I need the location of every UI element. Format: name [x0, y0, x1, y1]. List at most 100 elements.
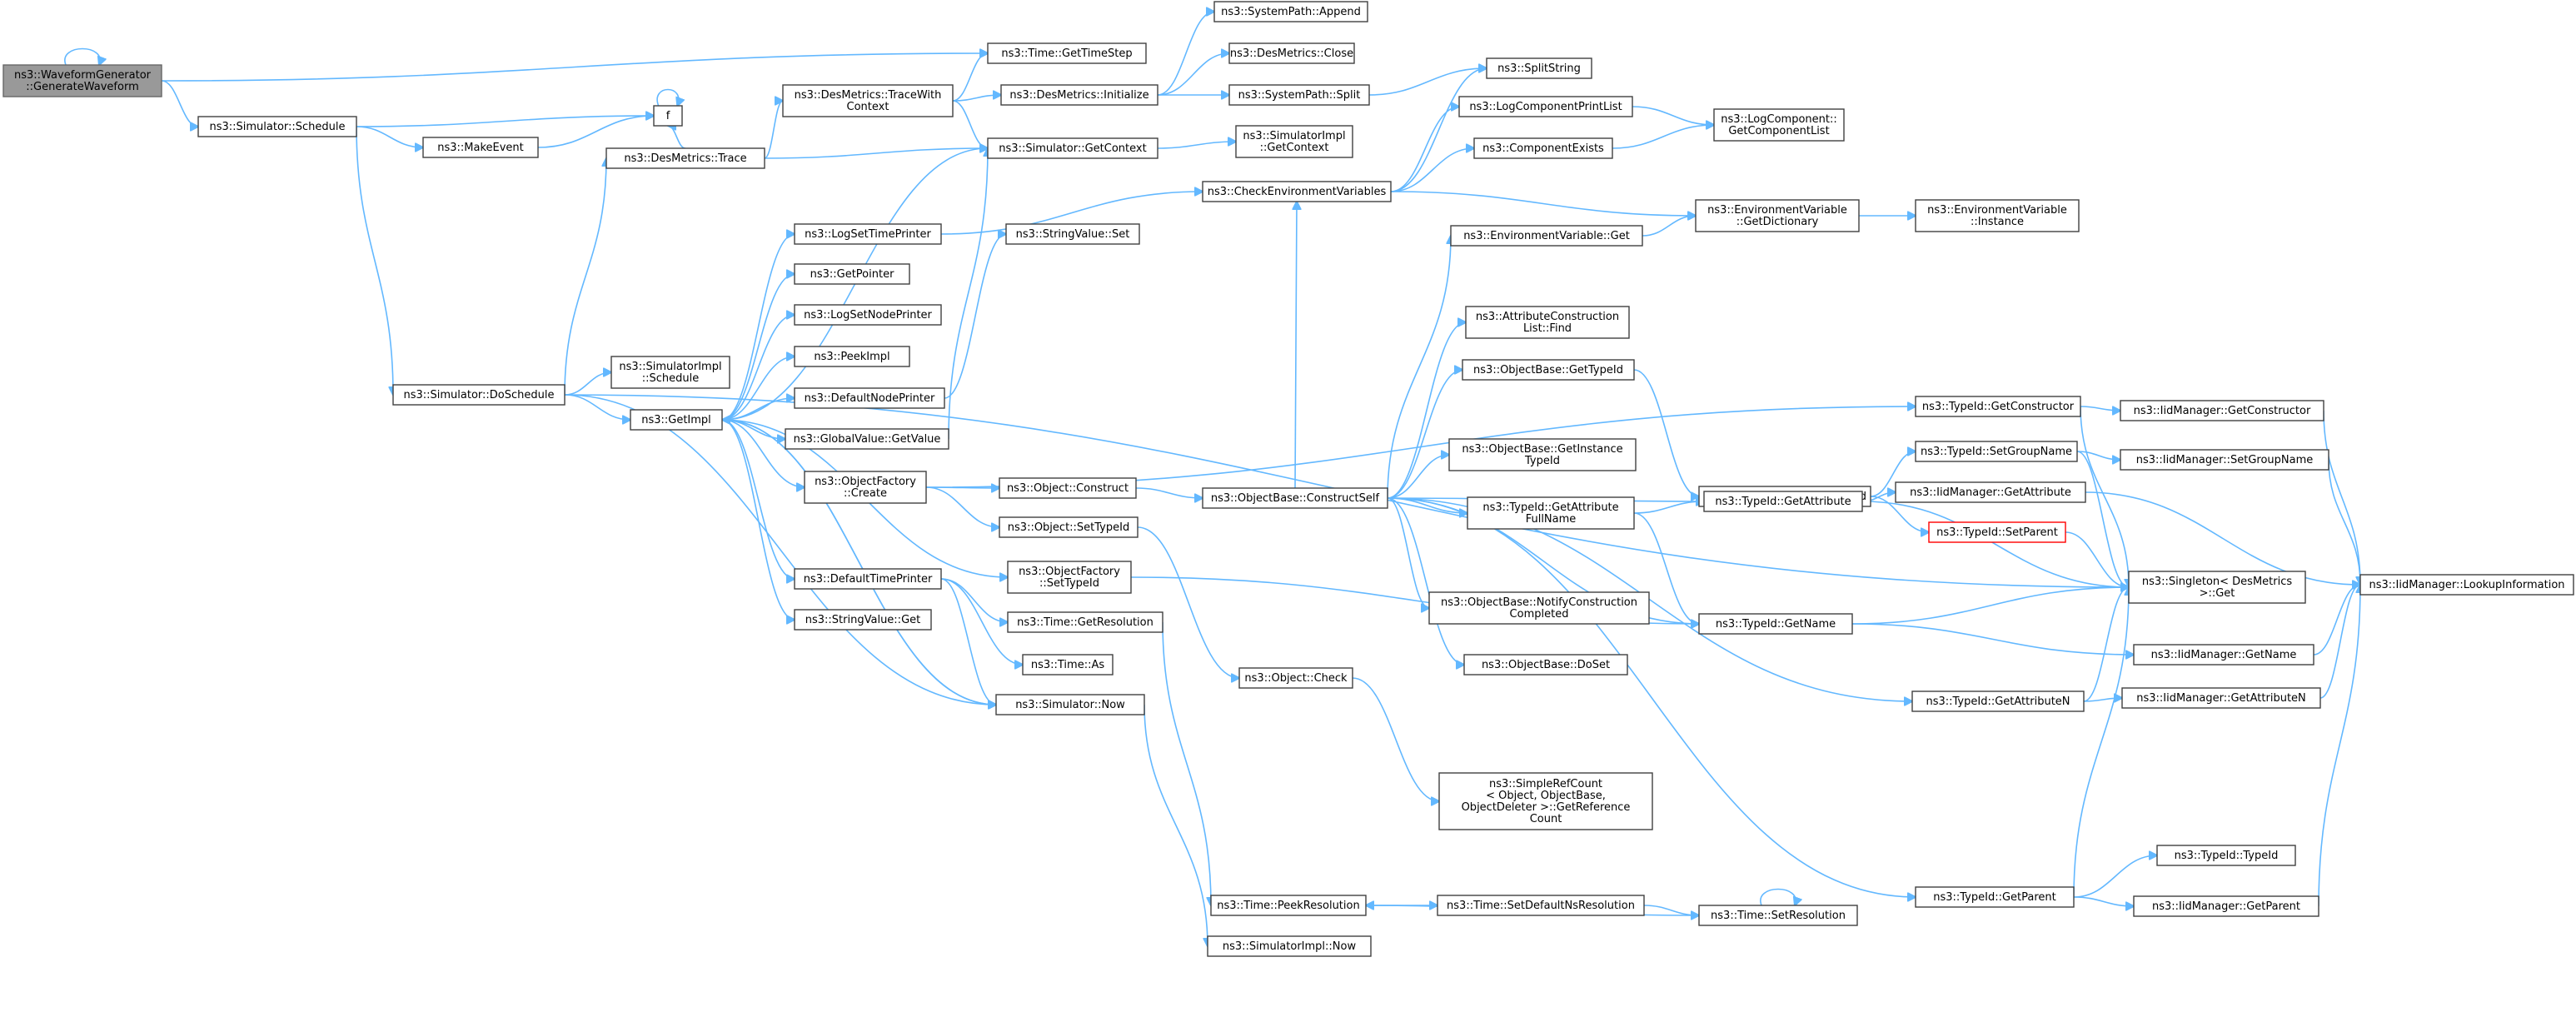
node-sys-split[interactable]: ns3::SystemPath::Split [1228, 84, 1370, 106]
node-default-node[interactable]: ns3::DefaultNodePrinter [794, 387, 945, 409]
node-des-trace[interactable]: ns3::DesMetrics::Trace [605, 147, 765, 169]
node-env-get[interactable]: ns3::EnvironmentVariable::Get [1450, 225, 1643, 247]
node-peek-impl[interactable]: ns3::PeekImpl [794, 346, 910, 367]
node-impl-get-context[interactable]: ns3::SimulatorImpl::GetContext [1235, 125, 1353, 158]
node-iid-set-group-name[interactable]: ns3::IidManager::SetGroupName [2120, 449, 2329, 471]
node-label: ns3::SimulatorImpl [1243, 130, 1345, 142]
node-object-check[interactable]: ns3::Object::Check [1238, 667, 1353, 689]
node-box [197, 116, 357, 137]
node-iid-lookup[interactable]: ns3::IidManager::LookupInformation [2359, 574, 2574, 596]
node-label: Completed [1510, 608, 1569, 621]
node-label: List::Find [1523, 322, 1572, 335]
node-type-id-get-constructor[interactable]: ns3::TypeId::GetConstructor [1915, 396, 2081, 417]
node-log-set-time[interactable]: ns3::LogSetTimePrinter [794, 223, 942, 245]
node-get-impl[interactable]: ns3::GetImpl [630, 409, 723, 431]
edge-construct-self-to-attr-construction-find [1387, 322, 1466, 499]
node-sim-now[interactable]: ns3::Simulator::Now [995, 694, 1145, 715]
node-string-value-set[interactable]: ns3::StringValue::Set [1005, 223, 1140, 245]
node-label: ns3::Time::SetResolution [1711, 910, 1846, 922]
node-default-time[interactable]: ns3::DefaultTimePrinter [794, 568, 942, 590]
node-component-exists[interactable]: ns3::ComponentExists [1473, 137, 1613, 159]
node-set-default-ns[interactable]: ns3::Time::SetDefaultNsResolution [1437, 895, 1645, 916]
node-type-id-get-attribute-n[interactable]: ns3::TypeId::GetAttributeN [1911, 690, 2085, 712]
node-set-resolution[interactable]: ns3::Time::SetResolution [1698, 905, 1858, 926]
node-iid-get-name[interactable]: ns3::IidManager::GetName [2133, 644, 2314, 666]
node-simple-ref-count[interactable]: ns3::SimpleRefCount< Object, ObjectBase,… [1438, 772, 1653, 830]
node-des-close[interactable]: ns3::DesMetrics::Close [1228, 42, 1355, 64]
node-label: ns3::GetPointer [810, 268, 894, 281]
node-iid-get-attribute[interactable]: ns3::IidManager::GetAttribute [1895, 481, 2086, 503]
node-check-env[interactable]: ns3::CheckEnvironmentVariables [1202, 181, 1392, 202]
node-des-init[interactable]: ns3::DesMetrics::Initialize [1000, 84, 1158, 106]
node-string-value-get[interactable]: ns3::StringValue::Get [794, 609, 932, 631]
node-iid-get-attribute-n[interactable]: ns3::IidManager::GetAttributeN [2121, 687, 2321, 709]
node-peek-resolution[interactable]: ns3::Time::PeekResolution [1210, 895, 1367, 916]
node-type-id-get-parent[interactable]: ns3::TypeId::GetParent [1915, 886, 2075, 908]
node-log-set-node[interactable]: ns3::LogSetNodePrinter [794, 304, 942, 326]
node-get-context[interactable]: ns3::Simulator::GetContext [987, 137, 1158, 159]
node-do-schedule[interactable]: ns3::Simulator::DoSchedule [392, 384, 566, 406]
node-iid-get-constructor[interactable]: ns3::IidManager::GetConstructor [2120, 400, 2324, 421]
node-box [1915, 199, 2080, 232]
node-notify-construction[interactable]: ns3::ObjectBase::NotifyConstructionCompl… [1428, 591, 1650, 625]
node-label: ::SetTypeId [1039, 577, 1099, 590]
node-label: ns3::WaveformGenerator [14, 69, 152, 82]
node-type-id-set-parent[interactable]: ns3::TypeId::SetParent [1928, 521, 2066, 543]
node-do-set[interactable]: ns3::ObjectBase::DoSet [1463, 654, 1628, 676]
edge-type-id-set-group-name-to-singleton-get [2076, 451, 2129, 587]
node-log-comp-print-list[interactable]: ns3::LogComponentPrintList [1458, 96, 1633, 117]
edge-type-id-get-name-to-iid-get-name [1851, 623, 2134, 655]
node-type-id-get-name[interactable]: ns3::TypeId::GetName [1698, 613, 1853, 635]
edge-check-env-to-component-exists [1390, 148, 1474, 192]
node-get-time-step[interactable]: ns3::Time::GetTimeStep [987, 42, 1147, 64]
node-label: ObjectDeleter >::GetReference [1462, 801, 1631, 814]
node-global-get-value[interactable]: ns3::GlobalValue::GetValue [785, 428, 949, 450]
node-type-id-set-group-name[interactable]: ns3::TypeId::SetGroupName [1915, 441, 2078, 462]
node-box [1698, 905, 1858, 926]
node-construct-self[interactable]: ns3::ObjectBase::ConstructSelf [1202, 487, 1388, 509]
edge-type-id-get-name-to-singleton-get [1851, 587, 2129, 625]
node-schedule[interactable]: ns3::Simulator::Schedule [197, 116, 357, 137]
edge-default-time-to-time-as [940, 578, 1023, 665]
node-obj-factory-set-type-id[interactable]: ns3::ObjectFactory::SetTypeId [1007, 561, 1132, 594]
node-impl-schedule[interactable]: ns3::SimulatorImpl::Schedule [610, 356, 730, 389]
edge-type-id-get-parent-to-singleton-get [2073, 587, 2129, 898]
node-label: ns3::TypeId::GetName [1716, 618, 1836, 631]
node-env-get-dictionary[interactable]: ns3::EnvironmentVariable::GetDictionary [1695, 199, 1860, 232]
node-box [785, 428, 949, 450]
node-get-pointer[interactable]: ns3::GetPointer [794, 263, 910, 285]
edge-trace-with-context-to-get-context [952, 100, 988, 148]
node-object-set-type-id[interactable]: ns3::Object::SetTypeId [999, 516, 1139, 538]
node-label: ns3::TypeId::GetAttributeN [1926, 695, 2070, 708]
node-box [1703, 491, 1863, 512]
node-time-get-resolution[interactable]: ns3::Time::GetResolution [1007, 611, 1163, 633]
node-label: ns3::Object::Construct [1007, 482, 1129, 495]
edge-iid-get-name-to-iid-lookup [2313, 585, 2360, 656]
node-singleton-get[interactable]: ns3::Singleton< DesMetrics>::Get [2128, 571, 2306, 604]
node-box [1915, 441, 2078, 462]
node-label: ns3::Simulator::Schedule [209, 121, 345, 133]
node-label: ns3::IidManager::GetName [2151, 649, 2297, 661]
edge-log-set-time-to-check-env [940, 192, 1203, 235]
node-make-event[interactable]: ns3::MakeEvent [422, 137, 539, 158]
node-f[interactable]: f [653, 105, 683, 127]
node-iid-get-parent[interactable]: ns3::IidManager::GetParent [2133, 895, 2319, 917]
node-env-instance[interactable]: ns3::EnvironmentVariable::Instance [1915, 199, 2080, 232]
node-obj-factory-create[interactable]: ns3::ObjectFactory::Create [804, 471, 927, 504]
edge-obj-base-get-object-tid-to-type-id-set-group-name [1870, 451, 1916, 497]
node-time-as[interactable]: ns3::Time::As [1022, 654, 1114, 676]
node-obj-base-get-type-id[interactable]: ns3::ObjectBase::GetTypeId [1462, 359, 1635, 381]
node-split-string[interactable]: ns3::SplitString [1486, 57, 1592, 79]
node-sys-append[interactable]: ns3::SystemPath::Append [1213, 1, 1368, 22]
node-impl-now[interactable]: ns3::SimulatorImpl::Now [1207, 935, 1372, 957]
node-root[interactable]: ns3::WaveformGenerator::GenerateWaveform [2, 64, 162, 97]
node-type-id-type-id[interactable]: ns3::TypeId::TypeId [2156, 845, 2296, 866]
node-type-id-get-attribute[interactable]: ns3::TypeId::GetAttribute [1703, 491, 1863, 512]
node-get-component-list[interactable]: ns3::LogComponent::GetComponentList [1713, 108, 1845, 142]
node-object-construct[interactable]: ns3::Object::Construct [999, 477, 1137, 499]
node-label: ::GenerateWaveform [26, 81, 138, 93]
